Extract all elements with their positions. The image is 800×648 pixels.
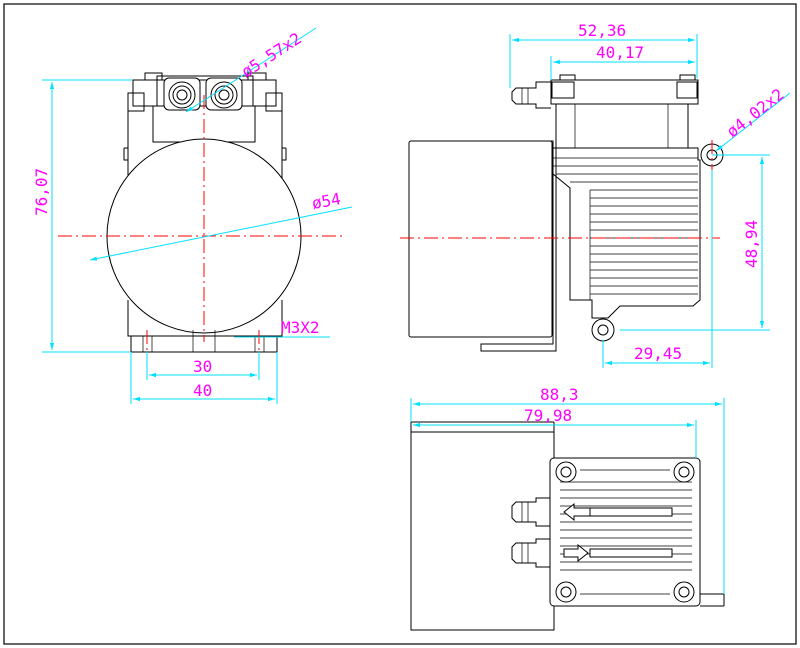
dim-height-text: 76,07 [32,168,51,216]
dim-side-overall-text: 52,36 [578,21,626,40]
top-inlet-nozzle [511,538,551,568]
front-port-left [163,77,201,111]
dim-side-overall: 52,36 [509,21,698,88]
drawing-frame [3,3,797,645]
front-view: 76,07 ø5,57x2 ø54 M3X2 30 40 [32,27,353,404]
dim-mount-hole: ø4,02x2 [715,85,791,152]
dim-body-diameter: ø54 [89,189,353,261]
top-outlet-nozzle [511,497,551,527]
dim-body-diameter-text: ø54 [310,189,342,213]
dim-base-width: 40 [130,352,278,404]
side-view: 52,36 40,17 ø4,02x2 48,94 29,45 [400,21,791,368]
side-heatsink [552,147,701,319]
top-flow-arrow-inlet [563,543,673,563]
front-body-housing [123,111,287,180]
dim-top-overall-text: 88,3 [540,385,579,404]
side-nozzle [511,81,551,109]
dim-port-diameter: ø5,57x2 [185,27,317,113]
dim-hole-spacing-text: 30 [193,357,212,376]
dim-mount-hole-text: ø4,02x2 [723,85,788,141]
top-view: 88,3 79,98 [410,385,725,631]
dim-top-body: 79,98 [413,406,697,458]
dim-base-width-text: 40 [193,381,212,400]
dim-thread: M3X2 [234,318,330,338]
dim-hole-vertical: 48,94 [620,154,770,331]
dim-side-flange-text: 40,17 [596,43,644,62]
dim-hole-vertical-text: 48,94 [742,220,761,268]
front-port-right [205,77,243,111]
dim-hole-horizontal: 29,45 [602,170,713,368]
top-motor-can [410,431,555,631]
dim-side-flange: 40,17 [550,43,695,80]
top-screw-tr [673,461,695,483]
dim-hole-horizontal-text: 29,45 [634,344,682,363]
dim-top-body-text: 79,98 [524,406,572,425]
side-pump-head [550,74,699,149]
top-screw-bl [555,581,577,603]
front-top-block [127,72,283,143]
dim-thread-text: M3X2 [281,318,320,337]
top-screw-tl [555,461,577,483]
side-motor-can [408,140,553,338]
top-screw-br [673,581,695,603]
dim-top-overall: 88,3 [410,385,725,594]
dim-port-diameter-text: ø5,57x2 [238,29,305,82]
dim-hole-spacing: 30 [146,352,260,380]
top-pump-head [549,457,701,607]
top-flow-arrow-outlet [563,502,673,522]
side-bracket [480,140,557,352]
side-mount-ear-bottom [591,318,615,342]
dim-height: 76,07 [32,79,132,353]
